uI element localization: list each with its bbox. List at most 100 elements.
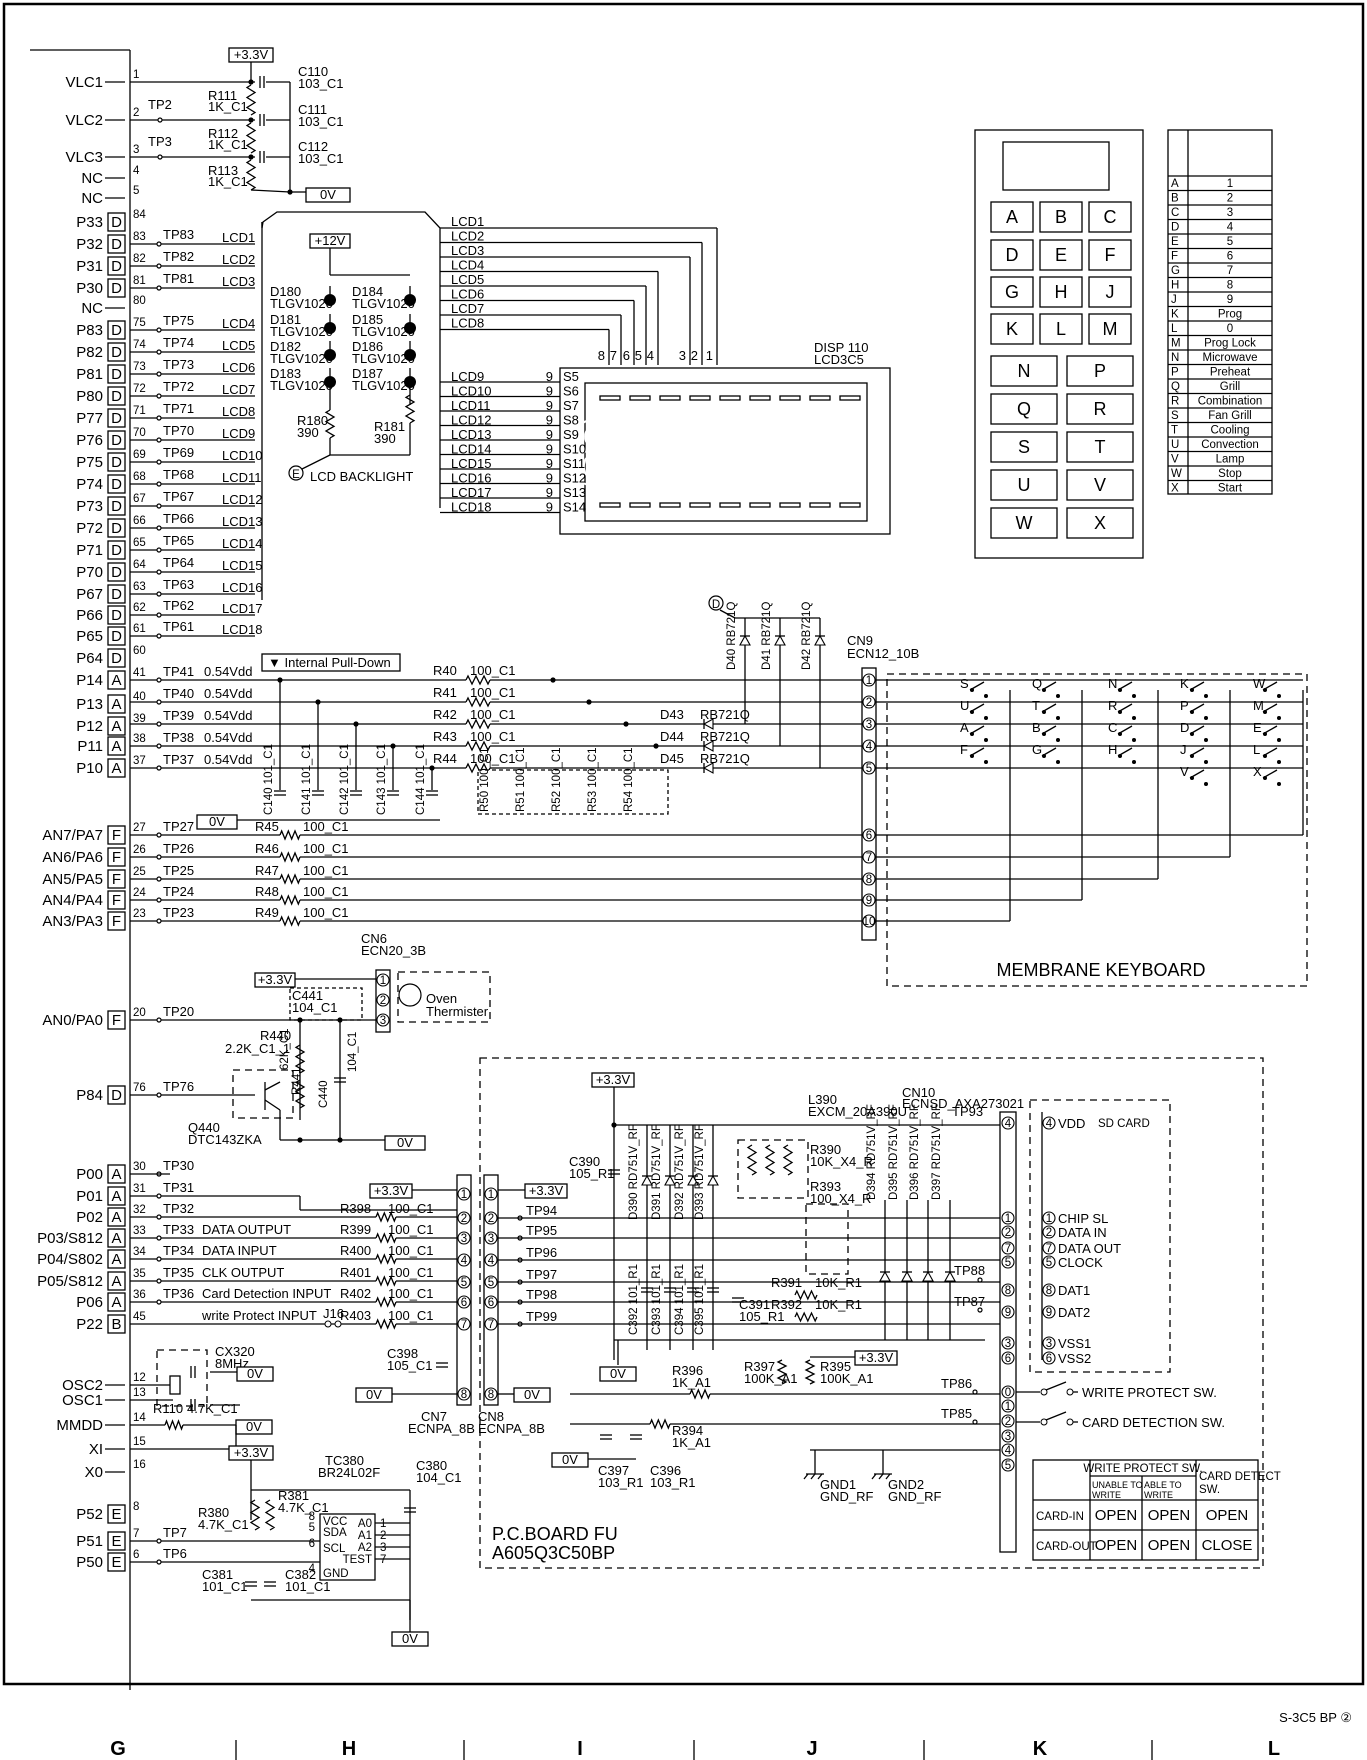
key-u[interactable]: U — [990, 469, 1058, 501]
key-e[interactable]: E — [1039, 239, 1083, 271]
key-cap — [990, 313, 1034, 345]
legend-func: Microwave — [1203, 352, 1258, 364]
connector-pin: 2 — [1042, 1225, 1056, 1239]
pin-circle — [1001, 1305, 1015, 1319]
pin-number: 84 — [133, 209, 146, 221]
key-cap — [1066, 393, 1134, 425]
key-w[interactable]: W — [990, 507, 1058, 539]
legend-key: B — [1171, 193, 1179, 205]
switch-contact — [1118, 732, 1122, 736]
seg-bar — [629, 395, 651, 401]
res-ref: R40 — [433, 663, 457, 678]
key-cap — [990, 239, 1034, 271]
membrane-key: N — [1108, 676, 1117, 691]
key-c[interactable]: C — [1088, 201, 1132, 233]
key-b[interactable]: B — [1039, 201, 1083, 233]
resistor — [279, 851, 301, 863]
membrane-key: R — [1108, 698, 1117, 713]
key-r[interactable]: R — [1066, 393, 1134, 425]
signal-label: write Protect INPUT — [201, 1308, 317, 1323]
legend-key: M — [1171, 338, 1181, 350]
pin-number: 6 — [488, 1297, 494, 1309]
res-ref: R44 — [433, 751, 457, 766]
test-point — [156, 612, 162, 618]
key-h[interactable]: H — [1039, 276, 1083, 308]
key-cap — [1066, 355, 1134, 387]
key-g[interactable]: G — [990, 276, 1034, 308]
table-header: WRITE — [1144, 1490, 1173, 1500]
lcd-signal: LCD14 — [222, 536, 262, 551]
diode-label: D397 RD751V_RF — [931, 1104, 943, 1200]
diode-ref: D43 — [660, 707, 684, 722]
switch-contact — [970, 732, 974, 736]
key-x[interactable]: X — [1066, 507, 1134, 539]
switch-contact — [1040, 1418, 1048, 1426]
resistor — [375, 1211, 397, 1223]
key-t[interactable]: T — [1066, 431, 1134, 463]
pin-circle — [1042, 1241, 1056, 1255]
lcd-signal: LCD9 — [222, 426, 255, 441]
diode — [774, 634, 786, 646]
legend-key: A — [1171, 178, 1179, 190]
switch-contact — [1190, 732, 1194, 736]
gnd-0v: 0V — [513, 1387, 551, 1403]
pin-circle — [1001, 1429, 1015, 1443]
key-s[interactable]: S — [990, 431, 1058, 463]
eeprom-pin-num: 6 — [309, 1538, 315, 1550]
test-point — [156, 765, 162, 771]
key-p[interactable]: P — [1066, 355, 1134, 387]
key-n[interactable]: N — [990, 355, 1058, 387]
res-val: 100_C1 — [470, 729, 516, 744]
key-j[interactable]: J — [1088, 276, 1132, 308]
key-l[interactable]: L — [1039, 313, 1083, 345]
gnd-0v-text: 0V — [402, 1631, 418, 1646]
port-box — [107, 320, 126, 340]
pin-name: VLC2 — [65, 112, 103, 129]
capacitor — [404, 1507, 416, 1513]
capacitor — [387, 790, 399, 796]
key-f[interactable]: F — [1088, 239, 1132, 271]
connector-pin: 7 — [484, 1317, 498, 1331]
capacitor — [630, 1434, 642, 1440]
port-box — [107, 364, 126, 384]
key-a[interactable]: A — [990, 201, 1034, 233]
res-val: 100_C1 — [388, 1243, 434, 1258]
resistor — [746, 1144, 758, 1176]
port-box — [107, 256, 126, 276]
key-cap — [990, 355, 1058, 387]
pin-number: 6 — [1046, 1353, 1052, 1365]
membrane-title: MEMBRANE KEYBOARD — [996, 960, 1205, 980]
lcd-signal: LCD4 — [222, 316, 255, 331]
key-v[interactable]: V — [1066, 469, 1134, 501]
pin-circle — [484, 1295, 498, 1309]
membrane-key: V — [1180, 764, 1189, 779]
pin-circle — [484, 1231, 498, 1245]
key-k[interactable]: K — [990, 313, 1034, 345]
key-cap — [990, 507, 1058, 539]
pin-number: 1 — [866, 675, 872, 687]
tp-label: TP2 — [148, 97, 172, 112]
cap-ref: C396 — [650, 1463, 681, 1478]
pin-number: 63 — [133, 581, 146, 593]
port-letter: D — [111, 498, 122, 515]
lcd-signal: LCD13 — [222, 514, 262, 529]
lcd-signal: LCD18 — [451, 500, 491, 515]
key-m[interactable]: M — [1088, 313, 1132, 345]
pin-name: P83 — [76, 322, 103, 339]
capacitor — [245, 1581, 257, 1587]
diode-label: D394 RD751V_RF — [866, 1104, 878, 1200]
tp-label: TP63 — [163, 577, 194, 592]
pin-number: 32 — [133, 1204, 146, 1216]
disp-pin: 9 — [546, 442, 553, 457]
key-q[interactable]: Q — [990, 393, 1058, 425]
pin-circle — [1001, 1351, 1015, 1365]
test-point — [156, 1193, 162, 1199]
key-d[interactable]: D — [990, 239, 1034, 271]
lcd-signal: LCD1 — [451, 214, 484, 229]
node-d — [708, 595, 724, 611]
gnd-0v: 0V — [391, 1631, 429, 1647]
pin-number: 1 — [380, 975, 386, 987]
resistor — [375, 1296, 397, 1308]
